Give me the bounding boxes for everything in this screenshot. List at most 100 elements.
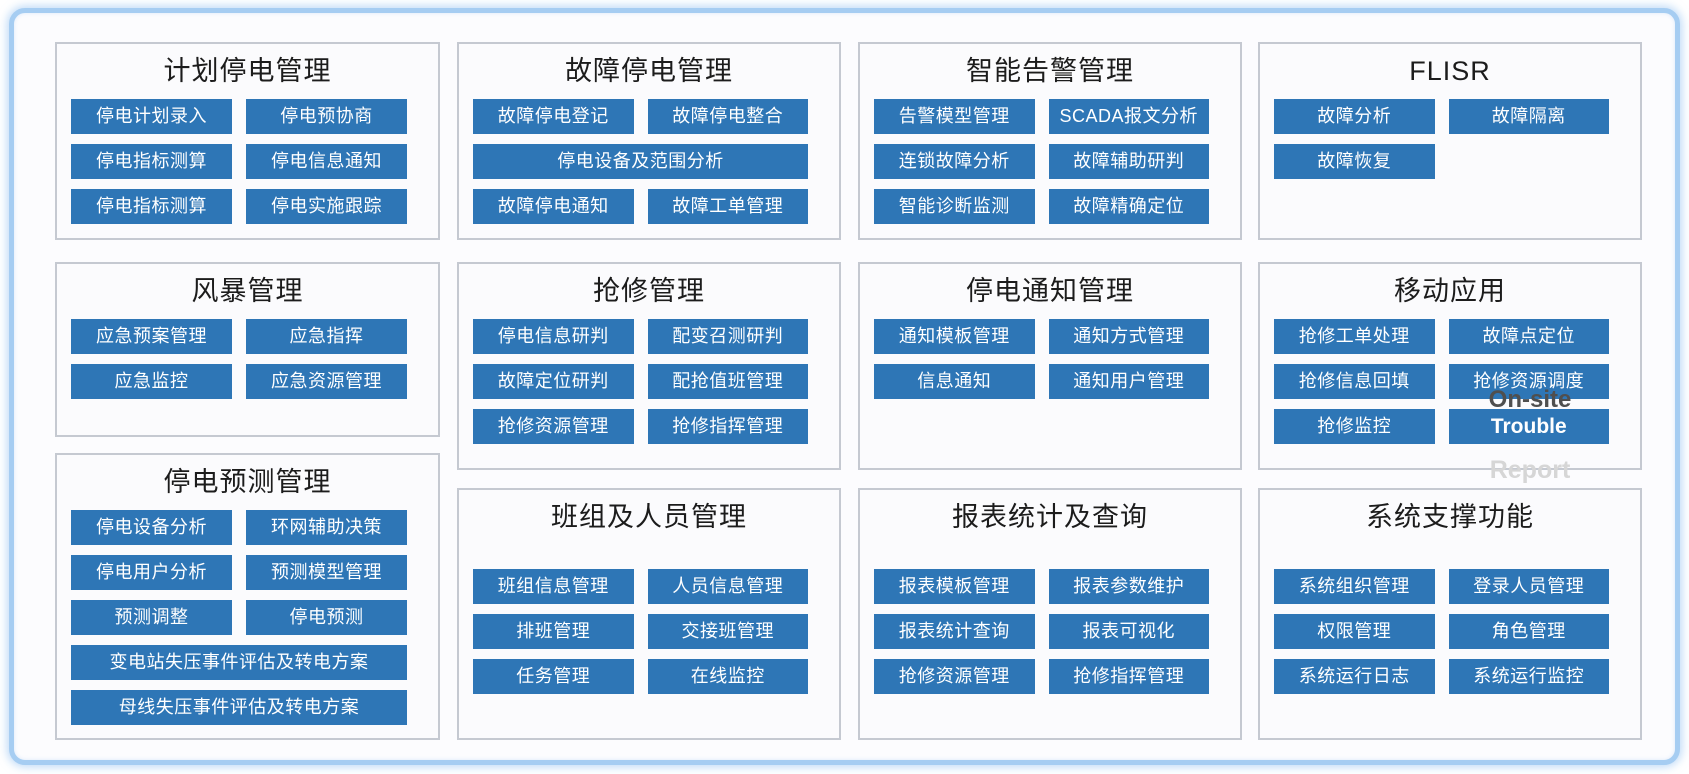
module-button[interactable]: 变电站失压事件评估及转电方案 xyxy=(71,645,407,680)
module-button[interactable]: 交接班管理 xyxy=(647,614,808,649)
module-button[interactable]: 故障恢复 xyxy=(1274,144,1435,179)
module-button[interactable]: SCADA报文分析 xyxy=(1048,99,1209,134)
module-button[interactable]: 报表参数维护 xyxy=(1048,569,1209,604)
module-button[interactable]: 报表可视化 xyxy=(1048,614,1209,649)
module-button[interactable]: 系统运行监控 xyxy=(1448,659,1609,694)
panel-team-personnel-mgmt: 班组及人员管理班组信息管理人员信息管理排班管理交接班管理任务管理在线监控 xyxy=(457,488,841,740)
panel-storm-mgmt: 风暴管理应急预案管理应急指挥应急监控应急资源管理 xyxy=(55,262,440,437)
module-button[interactable]: 报表统计查询 xyxy=(874,614,1035,649)
module-button[interactable]: 停电预测 xyxy=(246,600,407,635)
module-button[interactable]: 抢修资源管理 xyxy=(874,659,1035,694)
module-button[interactable]: 抢修指挥管理 xyxy=(1048,659,1209,694)
module-button[interactable]: 通知用户管理 xyxy=(1048,364,1209,399)
module-button[interactable]: 停电信息研判 xyxy=(473,319,634,354)
panel-title-fault-outage-mgmt: 故障停电管理 xyxy=(565,56,733,86)
module-button[interactable]: 抢修信息回填 xyxy=(1274,364,1435,399)
module-button[interactable]: 系统组织管理 xyxy=(1274,569,1435,604)
module-button[interactable]: 抢修资源调度 xyxy=(1448,364,1609,399)
module-button[interactable]: 预测调整 xyxy=(71,600,232,635)
module-button[interactable]: 班组信息管理 xyxy=(473,569,634,604)
module-button[interactable]: 抢修工单处理 xyxy=(1274,319,1435,354)
module-button[interactable]: 连锁故障分析 xyxy=(874,144,1035,179)
panel-title-system-support: 系统支撑功能 xyxy=(1366,502,1534,532)
module-button-grid: 班组信息管理人员信息管理排班管理交接班管理任务管理在线监控 xyxy=(459,569,839,694)
panel-repair-mgmt: 抢修管理停电信息研判配变召测研判故障定位研判配抢值班管理抢修资源管理抢修指挥管理 xyxy=(457,262,841,470)
module-button-grid: 停电信息研判配变召测研判故障定位研判配抢值班管理抢修资源管理抢修指挥管理 xyxy=(459,319,839,444)
module-button[interactable]: 应急指挥 xyxy=(246,319,407,354)
module-button[interactable]: 抢修资源管理 xyxy=(473,409,634,444)
module-button[interactable]: 智能诊断监测 xyxy=(874,189,1035,224)
module-button[interactable]: 配抢值班管理 xyxy=(647,364,808,399)
panel-title-outage-notification-mgmt: 停电通知管理 xyxy=(966,276,1134,306)
module-button-grid: 系统组织管理登录人员管理权限管理角色管理系统运行日志系统运行监控 xyxy=(1260,569,1640,694)
panel-title-team-personnel-mgmt: 班组及人员管理 xyxy=(551,502,747,532)
module-button[interactable]: 抢修监控 xyxy=(1274,409,1435,444)
module-button[interactable]: 通知模板管理 xyxy=(874,319,1035,354)
module-button[interactable]: 故障停电整合 xyxy=(647,99,808,134)
module-button[interactable]: 排班管理 xyxy=(473,614,634,649)
module-button[interactable]: 故障点定位 xyxy=(1448,319,1609,354)
module-button[interactable]: 环网辅助决策 xyxy=(246,510,407,545)
panel-title-storm-mgmt: 风暴管理 xyxy=(191,276,304,306)
module-button[interactable]: 停电实施跟踪 xyxy=(246,189,407,224)
panel-planned-outage-mgmt: 计划停电管理停电计划录入停电预协商停电指标测算停电信息通知停电指标测算停电实施跟… xyxy=(55,42,440,240)
module-button[interactable]: 故障分析 xyxy=(1274,99,1435,134)
module-button[interactable]: 在线监控 xyxy=(647,659,808,694)
module-button-grid: 应急预案管理应急指挥应急监控应急资源管理 xyxy=(57,319,438,399)
module-button-grid: 停电设备分析环网辅助决策停电用户分析预测模型管理预测调整停电预测变电站失压事件评… xyxy=(57,510,438,725)
panel-title-smart-alarm-mgmt: 智能告警管理 xyxy=(966,56,1134,86)
module-button[interactable]: 应急资源管理 xyxy=(246,364,407,399)
panel-title-planned-outage-mgmt: 计划停电管理 xyxy=(163,56,332,86)
module-button[interactable]: 告警模型管理 xyxy=(874,99,1035,134)
module-button[interactable]: 权限管理 xyxy=(1274,614,1435,649)
module-button[interactable]: 停电预协商 xyxy=(246,99,407,134)
module-button[interactable]: 信息通知 xyxy=(874,364,1035,399)
panel-outage-forecast-mgmt: 停电预测管理停电设备分析环网辅助决策停电用户分析预测模型管理预测调整停电预测变电… xyxy=(55,453,440,740)
panel-title-repair-mgmt: 抢修管理 xyxy=(593,276,705,306)
module-button[interactable]: 应急监控 xyxy=(71,364,232,399)
panel-outage-notification-mgmt: 停电通知管理通知模板管理通知方式管理信息通知通知用户管理 xyxy=(858,262,1242,470)
module-button[interactable]: 停电计划录入 xyxy=(71,99,232,134)
module-button[interactable]: 报表模板管理 xyxy=(874,569,1035,604)
panel-title-mobile-app: 移动应用 xyxy=(1394,276,1506,306)
module-button[interactable]: 角色管理 xyxy=(1448,614,1609,649)
module-button[interactable]: 预测模型管理 xyxy=(246,555,407,590)
module-button[interactable]: 故障辅助研判 xyxy=(1048,144,1209,179)
module-button-grid: 通知模板管理通知方式管理信息通知通知用户管理 xyxy=(860,319,1240,399)
module-button-grid: 故障停电登记故障停电整合停电设备及范围分析故障停电通知故障工单管理 xyxy=(459,99,839,224)
module-button[interactable]: 停电用户分析 xyxy=(71,555,232,590)
module-button[interactable]: 故障停电登记 xyxy=(473,99,634,134)
module-button-grid: 抢修工单处理故障点定位抢修信息回填抢修资源调度抢修监控 Trouble xyxy=(1260,319,1640,444)
module-button[interactable]: 故障工单管理 xyxy=(647,189,808,224)
module-button[interactable]: 故障精确定位 xyxy=(1048,189,1209,224)
module-button[interactable]: 抢修指挥管理 xyxy=(647,409,808,444)
module-button[interactable]: 系统运行日志 xyxy=(1274,659,1435,694)
module-button-grid: 故障分析故障隔离故障恢复 xyxy=(1260,99,1640,179)
module-button[interactable]: 登录人员管理 xyxy=(1448,569,1609,604)
module-button[interactable]: 应急预案管理 xyxy=(71,319,232,354)
module-button[interactable]: 故障隔离 xyxy=(1448,99,1609,134)
module-button[interactable]: 故障停电通知 xyxy=(473,189,634,224)
module-button[interactable]: Trouble xyxy=(1448,409,1609,444)
module-button[interactable]: 停电指标测算 xyxy=(71,189,232,224)
panel-report-statistics-query: 报表统计及查询报表模板管理报表参数维护报表统计查询报表可视化抢修资源管理抢修指挥… xyxy=(858,488,1242,740)
module-button-grid: 停电计划录入停电预协商停电指标测算停电信息通知停电指标测算停电实施跟踪 xyxy=(57,99,438,224)
panel-title-outage-forecast-mgmt: 停电预测管理 xyxy=(163,467,332,497)
module-button[interactable]: 任务管理 xyxy=(473,659,634,694)
module-button[interactable]: 故障定位研判 xyxy=(473,364,634,399)
module-button[interactable]: 配变召测研判 xyxy=(647,319,808,354)
module-button[interactable]: 停电设备分析 xyxy=(71,510,232,545)
panel-system-support: 系统支撑功能系统组织管理登录人员管理权限管理角色管理系统运行日志系统运行监控 xyxy=(1258,488,1642,740)
module-button[interactable]: 通知方式管理 xyxy=(1048,319,1209,354)
module-button[interactable]: 停电指标测算 xyxy=(71,144,232,179)
module-button-grid: 报表模板管理报表参数维护报表统计查询报表可视化抢修资源管理抢修指挥管理 xyxy=(860,569,1240,694)
panel-mobile-app: 移动应用抢修工单处理故障点定位抢修信息回填抢修资源调度抢修监控 Trouble xyxy=(1258,262,1642,470)
module-button[interactable]: 人员信息管理 xyxy=(647,569,808,604)
module-button-grid: 告警模型管理 SCADA报文分析连锁故障分析故障辅助研判智能诊断监测故障精确定位 xyxy=(860,99,1240,224)
module-button[interactable]: 停电信息通知 xyxy=(246,144,407,179)
module-button[interactable]: 母线失压事件评估及转电方案 xyxy=(71,690,407,725)
panel-fault-outage-mgmt: 故障停电管理故障停电登记故障停电整合停电设备及范围分析故障停电通知故障工单管理 xyxy=(457,42,841,240)
module-button[interactable]: 停电设备及范围分析 xyxy=(473,144,808,179)
